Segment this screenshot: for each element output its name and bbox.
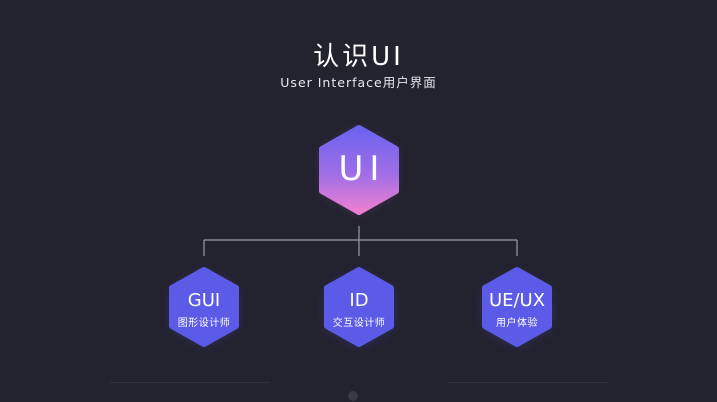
page-subtitle: User Interface用户界面 bbox=[280, 75, 437, 90]
connector-lines bbox=[203, 226, 518, 256]
root-node-hexagon bbox=[319, 125, 399, 215]
footer-rule-right bbox=[448, 382, 608, 383]
child-node-id-hexagon bbox=[324, 267, 394, 347]
footer-rule-left bbox=[110, 382, 270, 383]
child-node-gui bbox=[169, 267, 239, 347]
page-title: 认识UI bbox=[313, 42, 404, 72]
child-node-ueux-hexagon bbox=[482, 267, 552, 347]
child-node-ueux bbox=[482, 267, 552, 347]
logo-badge-icon bbox=[348, 391, 358, 401]
child-node-id bbox=[324, 267, 394, 347]
child-node-gui-hexagon bbox=[169, 267, 239, 347]
